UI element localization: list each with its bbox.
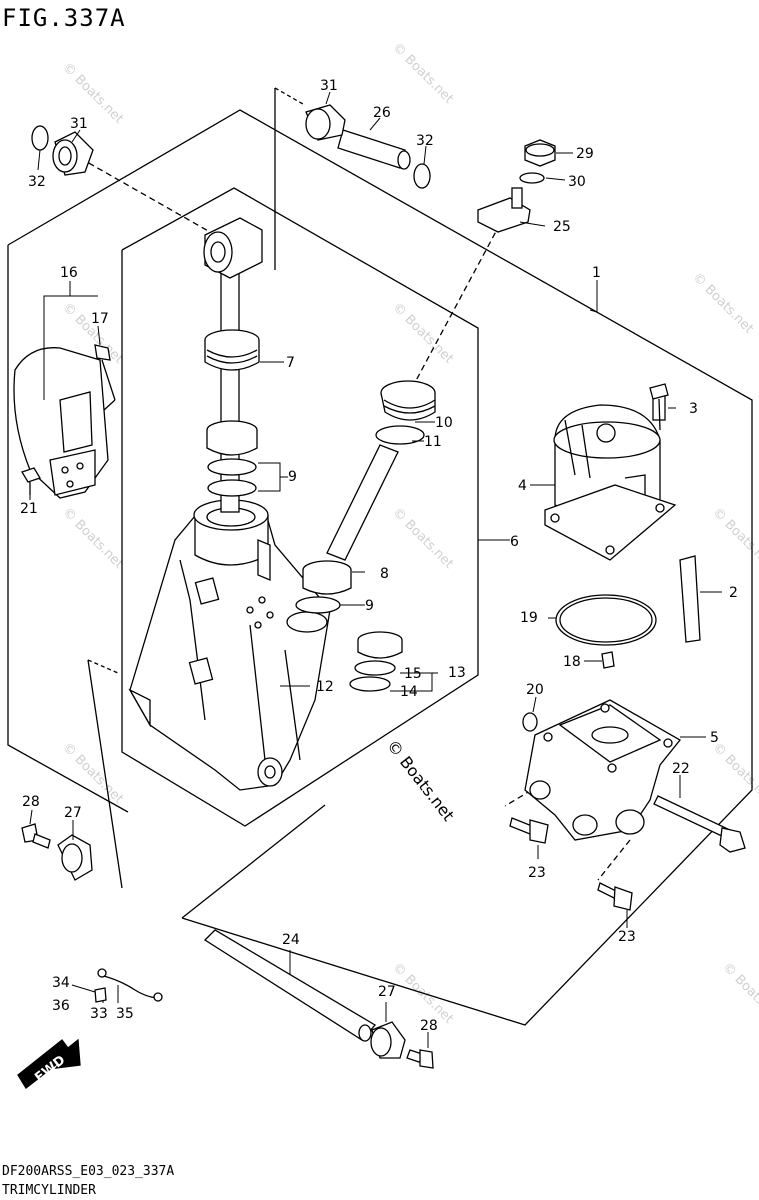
callout-24: 24 (282, 932, 300, 948)
pin-26 (31, 104, 431, 189)
callout-11: 11 (424, 434, 442, 450)
pump-5 (524, 699, 681, 841)
callout-28: 28 (22, 794, 40, 810)
callout-21: 21 (20, 501, 38, 517)
callout-numbers: 1 2 3 4 5 6 7 8 9 9 10 11 12 13 14 15 16… (20, 78, 738, 1034)
nut-washer-pin (477, 139, 556, 233)
callout-8: 8 (380, 566, 389, 582)
callout-31: 31 (70, 116, 88, 132)
gland-7 (204, 329, 260, 371)
figure-code: DF200ARSS_E03_023_337A (2, 1164, 175, 1179)
callout-29: 29 (576, 146, 594, 162)
callout-7: 7 (286, 355, 295, 371)
callout-15: 15 (404, 666, 422, 682)
callout-14: 14 (400, 684, 418, 700)
free-piston-rod (295, 444, 399, 614)
bolts-22-23 (509, 795, 746, 911)
callout-31: 31 (320, 78, 338, 94)
callout-13: 13 (448, 665, 466, 681)
leader-lines (29, 91, 722, 1048)
callout-19: 19 (520, 610, 538, 626)
callout-30: 30 (568, 174, 586, 190)
callout-22: 22 (672, 761, 690, 777)
figure-name: TRIMCYLINDER (2, 1183, 96, 1198)
callout-27: 27 (64, 805, 82, 821)
callout-23: 23 (528, 865, 546, 881)
callout-34: 34 (52, 975, 70, 991)
callout-1: 1 (592, 265, 601, 281)
callout-23: 23 (618, 929, 636, 945)
motor-4 (544, 389, 677, 561)
callout-9: 9 (365, 598, 374, 614)
callout-5: 5 (710, 730, 719, 746)
callout-28: 28 (420, 1018, 438, 1034)
callout-35: 35 (116, 1006, 134, 1022)
callout-36: 36 (52, 998, 70, 1014)
callout-18: 18 (563, 654, 581, 670)
callout-16: 16 (60, 265, 78, 281)
trim-cylinder-body (128, 499, 331, 791)
callout-32: 32 (416, 133, 434, 149)
callout-4: 4 (518, 478, 527, 494)
callout-10: 10 (435, 415, 453, 431)
small-parts-right (522, 383, 701, 732)
callout-20: 20 (526, 682, 544, 698)
callout-26: 26 (373, 105, 391, 121)
bracket-16 (13, 344, 116, 499)
piston-9 (206, 420, 258, 497)
fwd-arrow (17, 1038, 81, 1089)
figure-title: FIG.337A (2, 4, 126, 32)
callout-3: 3 (689, 401, 698, 417)
assembly-outline-1 (7, 87, 753, 1026)
pin-24 (21, 823, 434, 1069)
callout-27: 27 (378, 984, 396, 1000)
valve-seal-set (349, 631, 403, 692)
callout-32: 32 (28, 174, 46, 190)
callout-12: 12 (316, 679, 334, 695)
callout-6: 6 (510, 534, 519, 550)
callout-33: 33 (90, 1006, 108, 1022)
cap-10 (375, 380, 436, 445)
callout-9: 9 (288, 469, 297, 485)
alignment-lines (79, 157, 631, 881)
callout-17: 17 (91, 311, 109, 327)
callout-2: 2 (729, 585, 738, 601)
callout-25: 25 (553, 219, 571, 235)
ground-wire (94, 968, 163, 1003)
assembly-outline-6 (121, 187, 479, 827)
